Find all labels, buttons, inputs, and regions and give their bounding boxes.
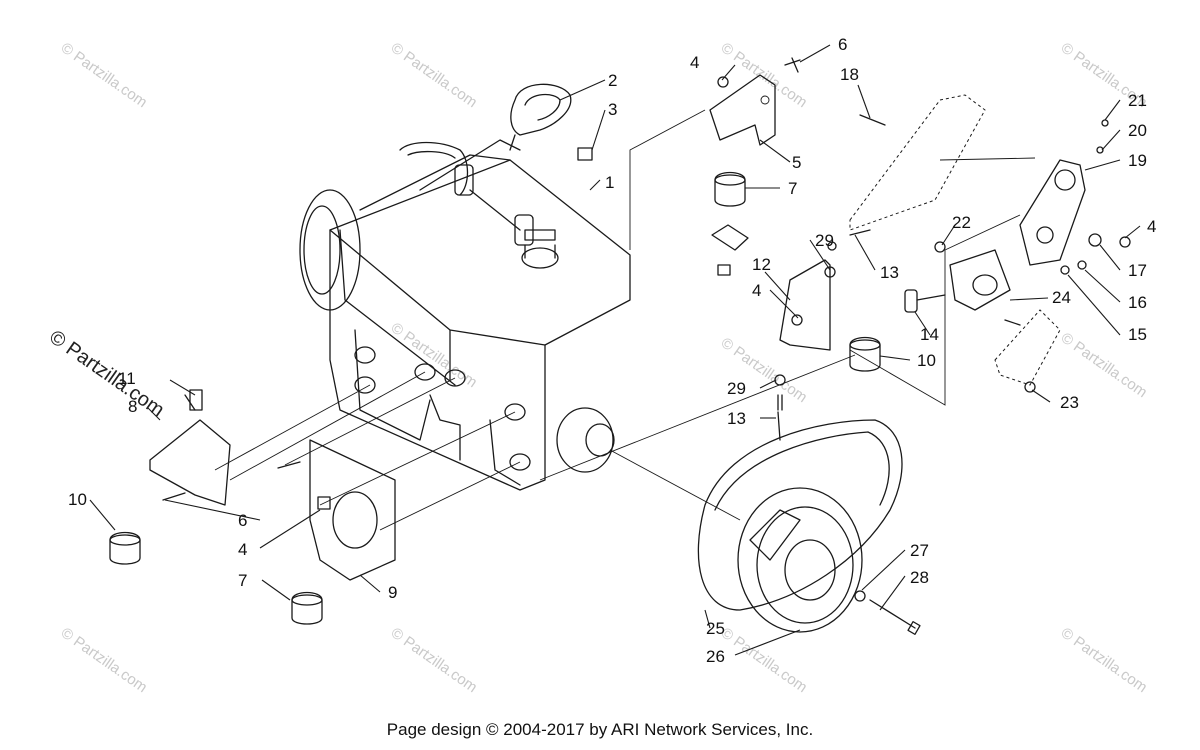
callout-19: 19 (1128, 151, 1147, 170)
watermark: © Partzilla.com (388, 319, 481, 391)
callout-6: 6 (238, 511, 247, 530)
left-mount (109, 389, 231, 565)
watermark: © Partzilla.com (58, 39, 151, 111)
callout-8: 8 (128, 397, 137, 416)
callout-24: 24 (1052, 288, 1071, 307)
callout-7: 7 (788, 179, 797, 198)
callout-4: 4 (690, 53, 699, 72)
callout-2: 2 (608, 71, 617, 90)
callout-12: 12 (752, 255, 771, 274)
callout-21: 21 (1128, 91, 1147, 110)
callout-4: 4 (1147, 217, 1156, 236)
watermark: © Partzilla.com (58, 624, 151, 696)
watermark-dark: © Partzilla.com (45, 326, 168, 421)
callout-26: 26 (706, 647, 725, 666)
callout-23: 23 (1060, 393, 1079, 412)
callout-22: 22 (952, 213, 971, 232)
callout-15: 15 (1128, 325, 1147, 344)
callout-5: 5 (792, 153, 801, 172)
drive-clutch-belt (697, 419, 921, 635)
page-footer: Page design © 2004-2017 by ARI Network S… (386, 720, 814, 739)
callout-4: 4 (238, 540, 247, 559)
bolts (162, 57, 1131, 501)
engine-block (299, 139, 631, 491)
upper-mount-bracket (709, 74, 776, 276)
leader-lines (89, 44, 1141, 656)
callout-29: 29 (727, 379, 746, 398)
callout-9: 9 (388, 583, 397, 602)
callout-20: 20 (1128, 121, 1147, 140)
watermark: © Partzilla.com (388, 624, 481, 696)
watermark: © Partzilla.com (718, 624, 811, 696)
callout-18: 18 (840, 65, 859, 84)
watermarks: © Partzilla.com © Partzilla.com © Partzi… (45, 39, 1150, 696)
callout-6: 6 (838, 35, 847, 54)
heat-shield (849, 94, 1061, 386)
mounting-plate (291, 439, 396, 625)
clutch-bracket (904, 119, 1109, 313)
callout-13: 13 (727, 409, 746, 428)
callout-10: 10 (917, 351, 936, 370)
callouts: 1 2 3 4 6 5 7 18 21 20 19 4 17 16 15 22 … (68, 35, 1156, 666)
callout-7: 7 (238, 571, 247, 590)
callout-14: 14 (920, 325, 939, 344)
callout-27: 27 (910, 541, 929, 560)
callout-16: 16 (1128, 293, 1147, 312)
primer-handle (509, 83, 593, 161)
callout-10: 10 (68, 490, 87, 509)
callout-25: 25 (706, 619, 725, 638)
watermark: © Partzilla.com (718, 39, 811, 111)
watermark: © Partzilla.com (1058, 624, 1151, 696)
watermark: © Partzilla.com (388, 39, 481, 111)
callout-3: 3 (608, 100, 617, 119)
callout-1: 1 (605, 173, 614, 192)
callout-4: 4 (752, 281, 761, 300)
callout-17: 17 (1128, 261, 1147, 280)
callout-29: 29 (815, 231, 834, 250)
callout-11: 11 (118, 369, 136, 388)
callout-28: 28 (910, 568, 929, 587)
callout-13: 13 (880, 263, 899, 282)
